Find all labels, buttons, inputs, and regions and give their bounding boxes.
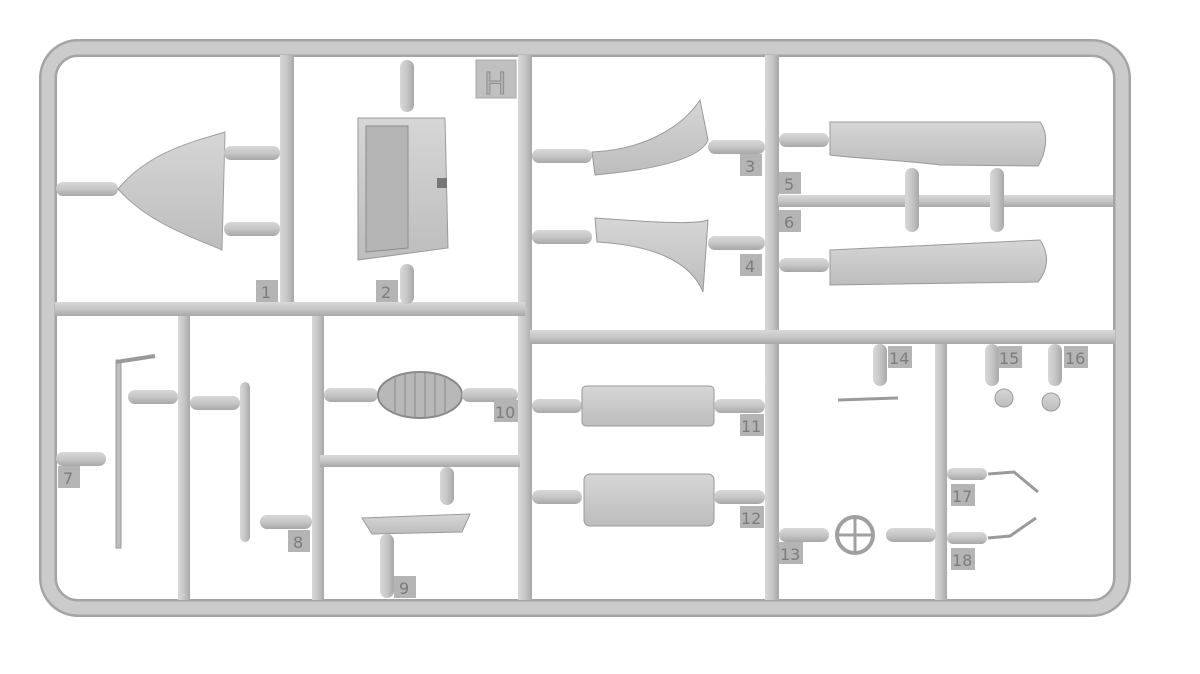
part-6-side-panel bbox=[779, 239, 1047, 286]
part-2-seat bbox=[357, 60, 449, 304]
part-label-17: 17 bbox=[952, 487, 972, 506]
part-1-nose-cone bbox=[56, 131, 280, 251]
part-number-tags: 1 2 3 4 5 6 7 8 9 10 11 12 13 14 15 16 1 bbox=[58, 154, 1088, 598]
part-label-13: 13 bbox=[780, 545, 800, 564]
part-8-axle bbox=[190, 382, 312, 542]
part-16-lamp bbox=[1041, 344, 1062, 412]
part-5-side-panel bbox=[779, 121, 1047, 232]
sprue-letter: H bbox=[484, 67, 507, 102]
part-label-14: 14 bbox=[889, 349, 909, 368]
part-9-dashboard bbox=[361, 467, 471, 598]
part-4-fender bbox=[532, 217, 765, 293]
part-label-18: 18 bbox=[952, 551, 972, 570]
part-label-4: 4 bbox=[745, 257, 755, 276]
runners-horizontal bbox=[55, 195, 1115, 467]
part-label-16: 16 bbox=[1065, 349, 1085, 368]
part-label-7: 7 bbox=[63, 469, 73, 488]
part-7-rod bbox=[56, 354, 178, 549]
part-3-fender bbox=[532, 98, 765, 176]
runners bbox=[178, 55, 947, 600]
part-17-lever bbox=[947, 468, 1039, 494]
part-12-panel bbox=[532, 473, 765, 527]
part-11-panel bbox=[532, 385, 765, 427]
part-label-12: 12 bbox=[741, 509, 761, 528]
part-label-8: 8 bbox=[293, 533, 303, 552]
part-18-lever bbox=[947, 516, 1037, 544]
part-label-5: 5 bbox=[784, 175, 794, 194]
part-label-9: 9 bbox=[399, 579, 409, 598]
sprue-letter-badge: H bbox=[475, 59, 517, 103]
part-label-3: 3 bbox=[745, 157, 755, 176]
part-14 bbox=[837, 344, 899, 402]
part-label-2: 2 bbox=[381, 283, 391, 302]
part-13-steering-wheel bbox=[779, 515, 936, 555]
part-label-11: 11 bbox=[741, 417, 761, 436]
part-15-lamp bbox=[985, 344, 1014, 408]
outer-frame bbox=[39, 39, 1131, 617]
part-label-10: 10 bbox=[495, 403, 515, 422]
part-label-1: 1 bbox=[261, 283, 271, 302]
part-10-grille bbox=[324, 371, 518, 419]
part-label-15: 15 bbox=[999, 349, 1019, 368]
part-label-6: 6 bbox=[784, 213, 794, 232]
